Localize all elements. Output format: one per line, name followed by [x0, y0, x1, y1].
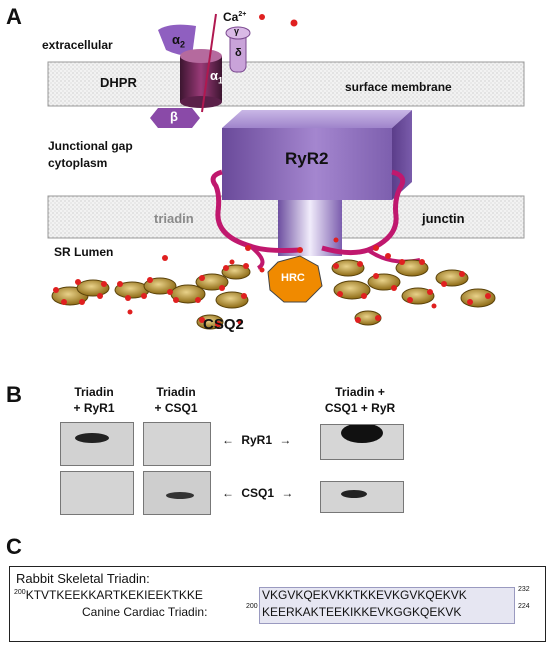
col-header-triadin-ryr1: Triadin + RyR1	[58, 384, 130, 416]
blot-csq1-lane3	[320, 481, 404, 513]
ca-ion	[259, 14, 265, 20]
alpha2-sub: 2	[180, 39, 186, 50]
ca-ion	[290, 19, 298, 27]
dhpr-label: DHPR	[100, 75, 137, 90]
alpha1-sub: 1	[218, 75, 224, 86]
ryr2-top-face	[222, 110, 412, 128]
left-arrow-icon: ←	[222, 486, 234, 500]
csq2-cluster-right	[331, 259, 496, 326]
panel-a-letter: A	[6, 4, 22, 29]
beta-subunit	[150, 108, 200, 128]
rabbit-title: Rabbit Skeletal Triadin:	[16, 571, 150, 586]
col2-line1: Triadin	[156, 385, 196, 399]
ca-ions-lumen	[53, 237, 491, 327]
gamma-label: γ	[234, 26, 240, 36]
sequence-box: Rabbit Skeletal Triadin: 200KTVTKEEKKART…	[9, 566, 546, 642]
alpha2-subunit	[158, 24, 196, 56]
surface-membrane	[47, 61, 525, 107]
ryr2-stem	[278, 190, 342, 256]
row2-label-text: CSQ1	[241, 486, 275, 500]
junctin-label: junctin	[422, 211, 465, 226]
blot-csq1-lane1	[60, 471, 134, 515]
alpha1-main: α	[210, 68, 218, 83]
col1-line2: + RyR1	[73, 401, 115, 415]
ryr2-front-face	[222, 128, 392, 200]
extracellular-label: extracellular	[42, 38, 113, 52]
rabbit-plain-seq: KTVTKEEKKARTKEKIEEKTKKE	[25, 588, 203, 602]
canine-end-num: 224	[518, 603, 530, 610]
triadin-tail	[248, 244, 265, 270]
calcium-main: Ca	[223, 10, 239, 24]
calcium-label: Ca2+	[223, 10, 246, 24]
blot-ryr1-lane1	[60, 422, 134, 466]
row1-label-text: RyR1	[241, 433, 273, 447]
beta-label: β	[170, 109, 178, 124]
canine-label: Canine Cardiac Triadin:	[82, 605, 208, 619]
rabbit-start-num: 200	[14, 589, 26, 596]
alpha2-label: α2	[172, 32, 185, 50]
blot-band	[341, 490, 367, 498]
left-arrow-icon: ←	[222, 433, 234, 447]
blot-band	[75, 433, 109, 443]
right-arrow-icon: →	[281, 486, 294, 500]
row-label-csq1: ← CSQ1 →	[222, 486, 314, 500]
alpha1-label: α1	[210, 68, 223, 86]
triadin-strand	[210, 169, 301, 253]
blot-ryr1-lane3	[320, 424, 404, 460]
delta-label: δ	[235, 47, 242, 59]
right-arrow-icon: →	[279, 433, 292, 447]
col3-line2: CSQ1 + RyR	[324, 401, 396, 415]
gamma-disc	[225, 26, 251, 40]
blot-csq1-lane2	[143, 471, 211, 515]
sr-lumen-label: SR Lumen	[54, 245, 114, 259]
col1-line1: Triadin	[74, 385, 114, 399]
col2-line2: + CSQ1	[154, 401, 198, 415]
dhpr-cylinder-bottom	[180, 96, 222, 108]
junctional-gap-label: Junctional gap cytoplasm	[48, 138, 133, 172]
triadin-label: triadin	[154, 211, 194, 226]
panel-b-letter: B	[6, 382, 22, 407]
ryr2-label: RyR2	[285, 149, 329, 168]
ca-pore-line	[201, 13, 217, 113]
rabbit-end-num: 232	[518, 586, 530, 593]
junctional-gap-line2: cytoplasm	[48, 156, 108, 170]
dhpr-cylinder-top	[180, 49, 222, 63]
dhpr-alpha1-cylinder	[180, 56, 222, 102]
blot-band	[341, 425, 383, 443]
blot-ryr1-lane2	[143, 422, 211, 466]
blot-band	[166, 492, 194, 499]
col-header-triadin-csq1: Triadin + CSQ1	[140, 384, 212, 416]
rabbit-sequence-row: 200KTVTKEEKKARTKEKIEEKTKKE	[14, 588, 203, 602]
rabbit-boxed-seq: VKGVKQEKVKKTKKEVKGVKQEKVK	[262, 588, 467, 602]
canine-boxed-seq: KEERKAKTEEKIKKEVKGGKQEKVK	[262, 605, 462, 619]
ryr2-side-face	[392, 110, 412, 200]
row-label-ryr1: ← RyR1 →	[222, 433, 314, 447]
panel-c-letter: C	[6, 534, 22, 559]
hrc-label: HRC	[281, 272, 305, 284]
aligned-region-box	[259, 587, 515, 624]
calcium-sup: 2+	[238, 11, 247, 18]
csq2-label: CSQ2	[203, 316, 244, 333]
hrc-protein	[267, 255, 323, 303]
alpha2-main: α	[172, 32, 180, 47]
surface-membrane-label: surface membrane	[345, 80, 452, 94]
col-header-triadin-csq1-ryr: Triadin + CSQ1 + RyR	[310, 384, 410, 416]
panel-a-diagram	[47, 13, 525, 330]
junctional-gap-line1: Junctional gap	[48, 139, 133, 153]
junctin-strand	[321, 169, 406, 256]
canine-start-num: 200	[246, 603, 258, 610]
col3-line1: Triadin +	[335, 385, 385, 399]
